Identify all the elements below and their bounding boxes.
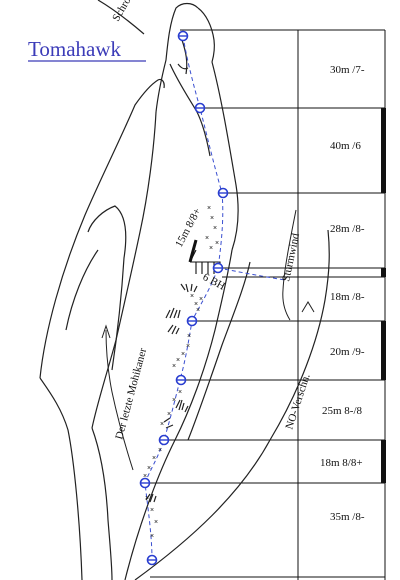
bolt-mark: × (190, 293, 194, 300)
mohikaner-arrow (105, 329, 134, 471)
bolt-mark: × (210, 215, 214, 222)
bolt-mark: × (160, 421, 164, 428)
bolt-mark: × (187, 333, 191, 340)
bolt-mark: × (143, 473, 147, 480)
bolt-mark: × (150, 533, 154, 540)
bolt-mark: × (147, 465, 151, 472)
belay-station (139, 477, 151, 489)
bolt-ladder-bold (188, 239, 198, 263)
top-corner-label: Schro (110, 0, 133, 24)
bolt-mark: × (215, 240, 219, 247)
belay-station (217, 187, 229, 199)
belay-station (194, 102, 206, 114)
tower-summit (197, 7, 215, 63)
tuft (175, 399, 189, 413)
rock-left-edge (39, 377, 83, 580)
rock-crack (65, 249, 99, 331)
pitch-marker-bar (381, 108, 386, 193)
belay-station (212, 262, 224, 274)
bolt-mark: × (145, 495, 149, 502)
belay-station (177, 30, 189, 42)
bolt-pitch-label: 15m 8/8+ (173, 206, 204, 249)
page-title: Tomahawk (28, 37, 122, 61)
belay-station (146, 554, 158, 566)
summit-ledge (177, 63, 189, 70)
bolt-mark: × (213, 225, 217, 232)
tuft (180, 283, 198, 293)
belay-station (158, 434, 170, 446)
bolt-mark: × (152, 455, 156, 462)
tower-left-edge (155, 2, 199, 113)
belay-stations (139, 30, 229, 566)
bolt-mark: × (186, 343, 190, 350)
pitch-4-label: 18m /8- (330, 291, 365, 303)
bolt-mark: × (207, 205, 211, 212)
bolt-mark: × (172, 397, 176, 404)
rock-outline (39, 0, 330, 580)
pitch-6-label: 25m 8-/8 (322, 405, 363, 417)
pitch-1-label: 30m /7- (330, 64, 365, 76)
pitch-marker-bar (381, 440, 386, 483)
pitch-7-label: 18m 8/8+ (320, 457, 363, 469)
pitch-2-label: 40m /6 (330, 140, 361, 152)
sturmwind-arrow (282, 209, 297, 321)
pitch-marker-bar (381, 321, 386, 380)
bolt-mark: × (167, 411, 171, 418)
pitch-3-label: 28m /8- (330, 223, 365, 235)
bolt-mark: × (199, 296, 203, 303)
pitch-5-label: 20m /9- (330, 346, 365, 358)
summit-crack (181, 39, 188, 75)
bolt-mark: × (176, 357, 180, 364)
right-wall (124, 249, 233, 580)
rock-inner-fold (87, 205, 127, 371)
rock-lower-left (91, 427, 113, 580)
rock-inner-fold-2 (91, 111, 157, 429)
mohikaner-arrowhead (101, 324, 111, 339)
route-line (144, 35, 224, 561)
sturmwind-label: Sturmwind (280, 232, 302, 283)
tuft (145, 493, 157, 503)
bolt-count-label: 6 BH (201, 271, 227, 293)
tuft (163, 417, 174, 429)
tower-right-edge (211, 61, 239, 251)
tuft (165, 307, 181, 319)
rock-left-mass (39, 78, 165, 379)
pitch-8-label: 35m /8- (330, 511, 365, 523)
bolt-mark: × (196, 307, 200, 314)
belay-station (175, 374, 187, 386)
bolt-mark: × (158, 447, 162, 454)
title-group: Tomahawk (28, 37, 146, 62)
bolt-mark: × (205, 235, 209, 242)
bolt-marks: × × × × × × × × × × × × × × × × × × × × … (143, 205, 219, 540)
right-wall-outer (187, 261, 251, 441)
belay-station (186, 315, 198, 327)
bolt-mark: × (172, 363, 176, 370)
bolt-mark: × (194, 301, 198, 308)
bolt-mark: × (209, 245, 213, 252)
slope-curve (134, 229, 330, 580)
pitch-table: 30m /7- 40m /6 28m /8- 18m /8- 20m /9- 2… (145, 29, 386, 580)
tuft (167, 324, 180, 335)
mohikaner-label: Der letzte Mohikaner (113, 346, 149, 440)
bolt-mark: × (178, 389, 182, 396)
bolt-mark: × (154, 519, 158, 526)
top-slab (97, 0, 145, 35)
route-arrows (101, 209, 315, 471)
bolt-mark: × (150, 507, 154, 514)
noverschn-arrowhead (301, 301, 315, 313)
bolt-mark: × (181, 351, 185, 358)
pitch-marker-bar (381, 268, 386, 277)
